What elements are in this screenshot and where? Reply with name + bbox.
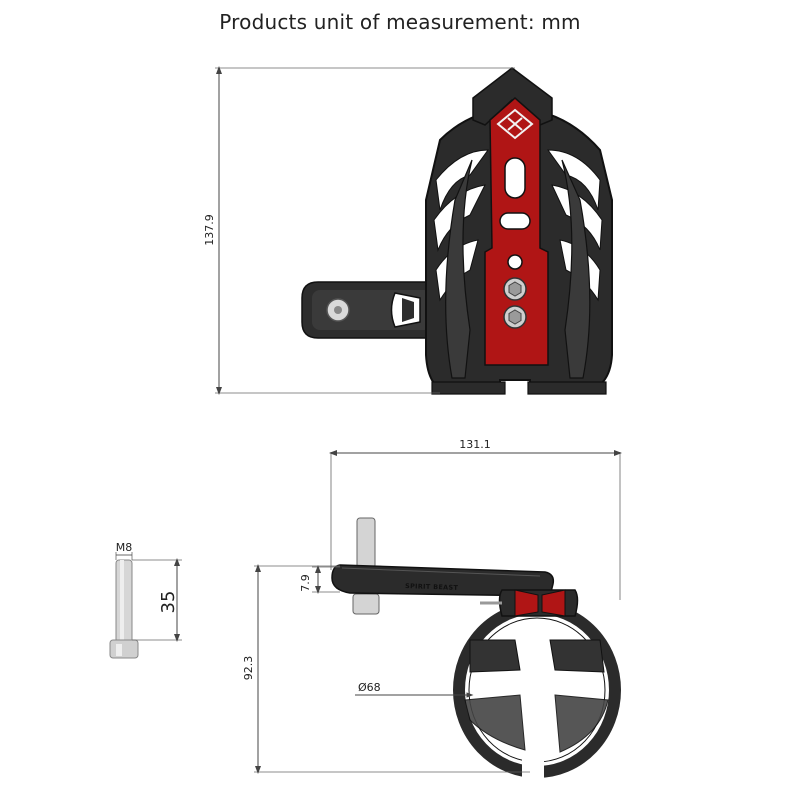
bolt-thread-dimension: M8 [115, 541, 133, 560]
diameter-dimension: Ø68 [355, 681, 474, 698]
height-dimension-label: 137.9 [203, 214, 216, 246]
width-dimension-label: 131.1 [459, 438, 491, 451]
spine-slot-lower [499, 212, 531, 230]
diameter-dimension-label: Ø68 [358, 681, 381, 694]
bolt-length-dimension: 35 [132, 558, 182, 642]
width-dimension: 131.1 [329, 438, 622, 600]
spine-hole [507, 254, 523, 270]
arm-bolt [352, 517, 380, 615]
spine-slot-upper [504, 157, 526, 199]
brand-label: SPIRIT BEAST [405, 582, 459, 592]
height-dimension: 137.9 [203, 66, 515, 395]
red-center-spine [484, 97, 549, 366]
clamp-height-label: 92.3 [242, 656, 255, 681]
bolt-thread-label: M8 [116, 541, 133, 554]
clamp-height-dimension: 92.3 [242, 564, 530, 774]
page-title: Products unit of measurement: mm [219, 10, 581, 34]
mount-bolt-upper-icon [503, 277, 527, 301]
plate-thickness-dimension: 7.9 [299, 565, 340, 594]
bottle-cage-front-view [301, 67, 613, 395]
brand-logo-icon [496, 108, 534, 140]
mount-bolt-lower-icon [503, 305, 527, 329]
bolt-length-label: 35 [158, 591, 179, 614]
mount-arm: SPIRIT BEAST [331, 564, 555, 597]
side-mount-bracket [301, 281, 441, 339]
plate-thickness-label: 7.9 [299, 574, 312, 592]
handlebar-clamp [453, 589, 621, 778]
m8-bolt [109, 559, 139, 659]
